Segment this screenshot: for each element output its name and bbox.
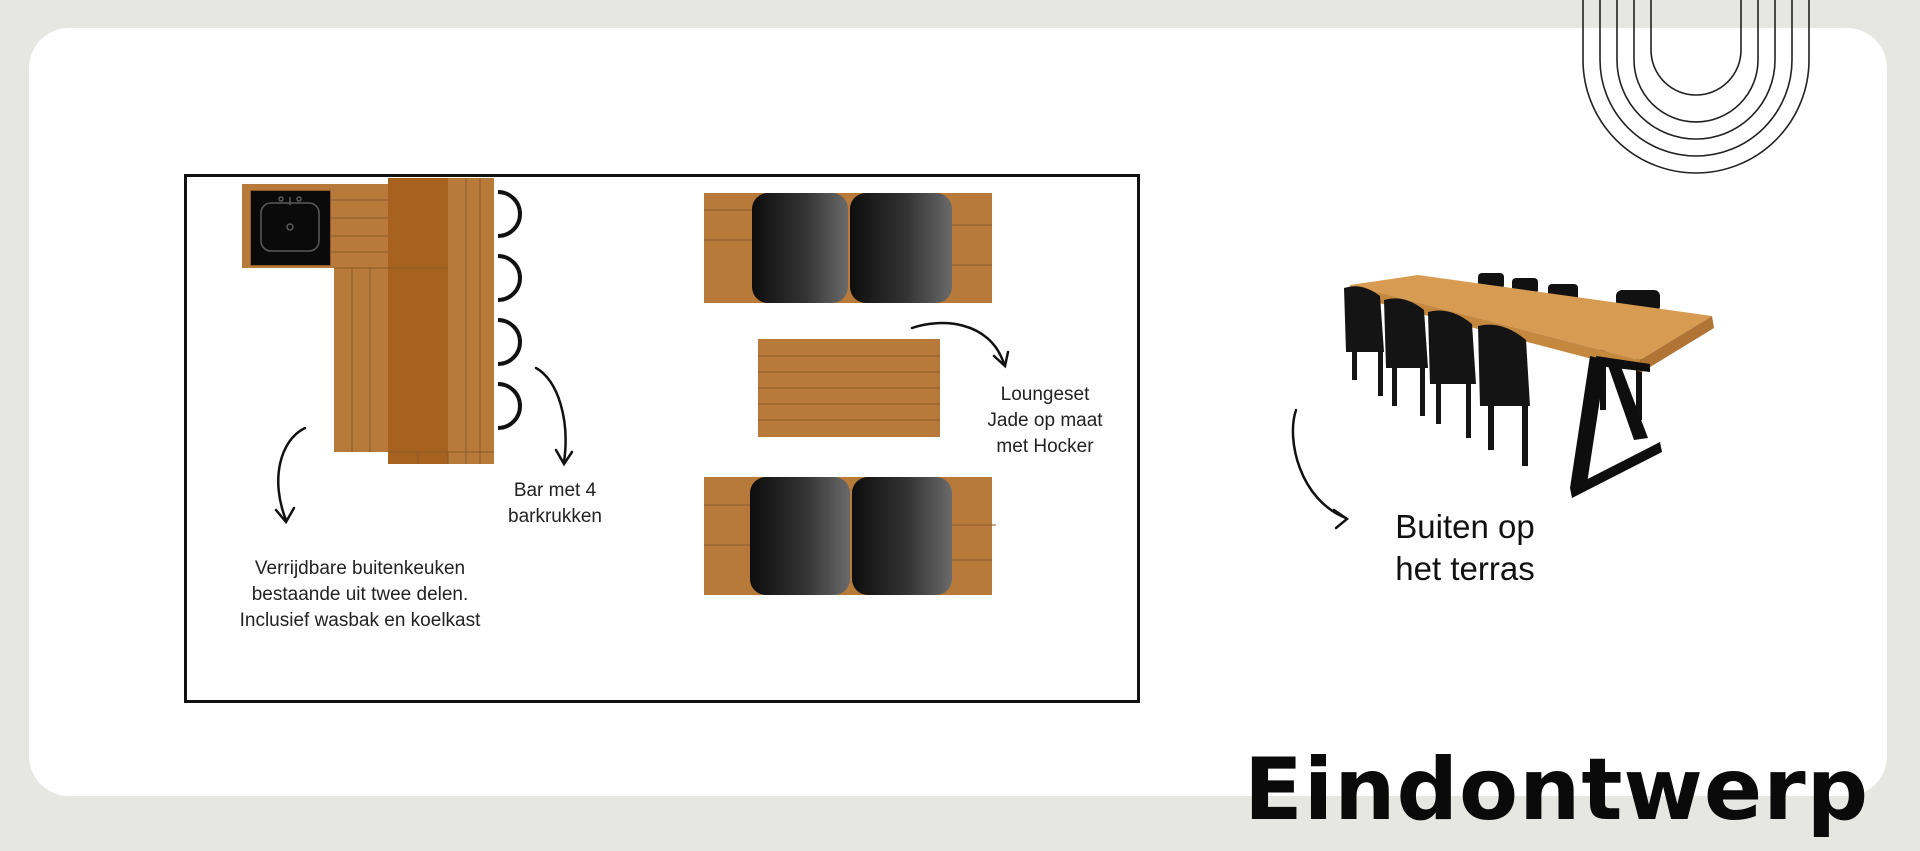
sink-icon (250, 190, 331, 266)
bar-stool-icon (497, 382, 522, 430)
bar-stool-icon (497, 254, 522, 302)
lounge-cushion (750, 477, 850, 595)
lounge-cushion (852, 477, 952, 595)
lounge-label: Loungeset Jade op maat met Hocker (987, 384, 1103, 457)
page-title: Eindontwerp (1244, 740, 1870, 840)
bar-label: Bar met 4 barkrukken (508, 480, 602, 527)
lounge-cushion (850, 193, 952, 303)
bar-stool-icon (497, 190, 522, 238)
bar-counter-edge (448, 178, 494, 464)
curved-arrow-icon (534, 366, 567, 464)
kitchen-label: Verrijdbare buitenkeuken bestaande uit t… (239, 558, 481, 631)
curved-arrow-icon (1291, 408, 1348, 520)
arch-decoration-icon (1582, 0, 1810, 174)
lounge-cushion (752, 193, 848, 303)
terrace-label: Buiten op het terras (1395, 508, 1535, 587)
curved-arrow-icon (910, 321, 1006, 366)
floor-plan-frame (184, 174, 1140, 703)
bar-counter (388, 178, 448, 464)
kitchen-side-unit (334, 268, 388, 452)
curved-arrow-icon (277, 426, 307, 522)
bar-stool-icon (497, 318, 522, 366)
